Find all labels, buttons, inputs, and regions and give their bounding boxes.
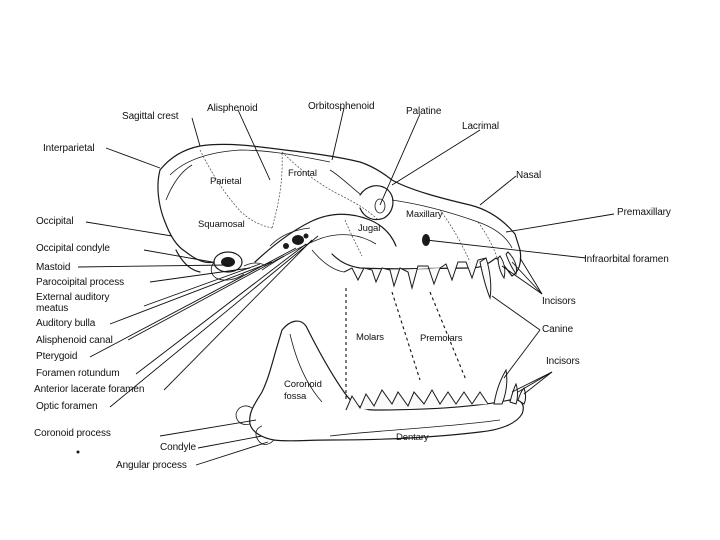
label-incisors-upper: Incisors [542,296,576,307]
label-external-auditory: External auditory [36,292,110,303]
label-maxillary: Maxillary [406,209,443,220]
label-nasal: Nasal [516,170,542,181]
label-jugal: Jugal [358,223,381,234]
label-squamosal: Squamosal [198,219,245,230]
label-premolars: Premolars [420,333,463,344]
label-meatus: meatus [36,303,69,314]
label-paroccipital-process: Parocoipital process [36,277,125,288]
label-angular-process: Angular process [116,460,187,471]
premolar-divider [429,291,467,381]
label-lacrimal: Lacrimal [462,121,499,132]
label-sagittal-crest: Sagittal crest [122,111,179,122]
label-auditory-bulla: Auditory bulla [36,318,96,329]
leader-lines [77,107,615,466]
mandible [76,320,526,454]
label-molars: Molars [356,332,384,343]
label-pterygoid: Pterygoid [36,351,78,362]
label-coronoid-process: Coronoid process [34,428,111,439]
label-alisphenoid: Alisphenoid [207,103,258,114]
label-condyle: Condyle [160,442,196,453]
label-alisphenoid-canal: Alisphenoid canal [36,335,113,346]
label-orbitosphenoid: Orbitosphenoid [308,101,375,112]
upper-teeth [343,251,517,300]
label-infraorbital-foramen: Infraorbital foramen [584,254,669,265]
label-palatine: Palatine [406,106,442,117]
label-canine: Canine [542,324,574,335]
label-premaxillary: Premaxillary [617,207,671,218]
label-dentary: Dentary [396,432,429,443]
label-fossa: fossa [284,391,307,402]
label-parietal: Parietal [210,176,242,187]
label-frontal: Frontal [288,168,317,179]
label-interparietal: Interparietal [43,143,95,154]
label-occipital-condyle: Occipital condyle [36,243,110,254]
label-occipital: Occipital [36,216,74,227]
label-optic-foramen: Optic foramen [36,401,98,412]
label-mastoid: Mastoid [36,262,71,273]
molar-divider-right [391,291,421,381]
label-incisors-lower: Incisors [546,356,580,367]
label-anterior-lacerate-foramen: Anterior lacerate foramen [34,384,145,395]
label-coronoid: Coronoid [284,379,322,390]
label-foramen-rotundum: Foramen rotundum [36,368,120,379]
cranium [157,143,522,281]
